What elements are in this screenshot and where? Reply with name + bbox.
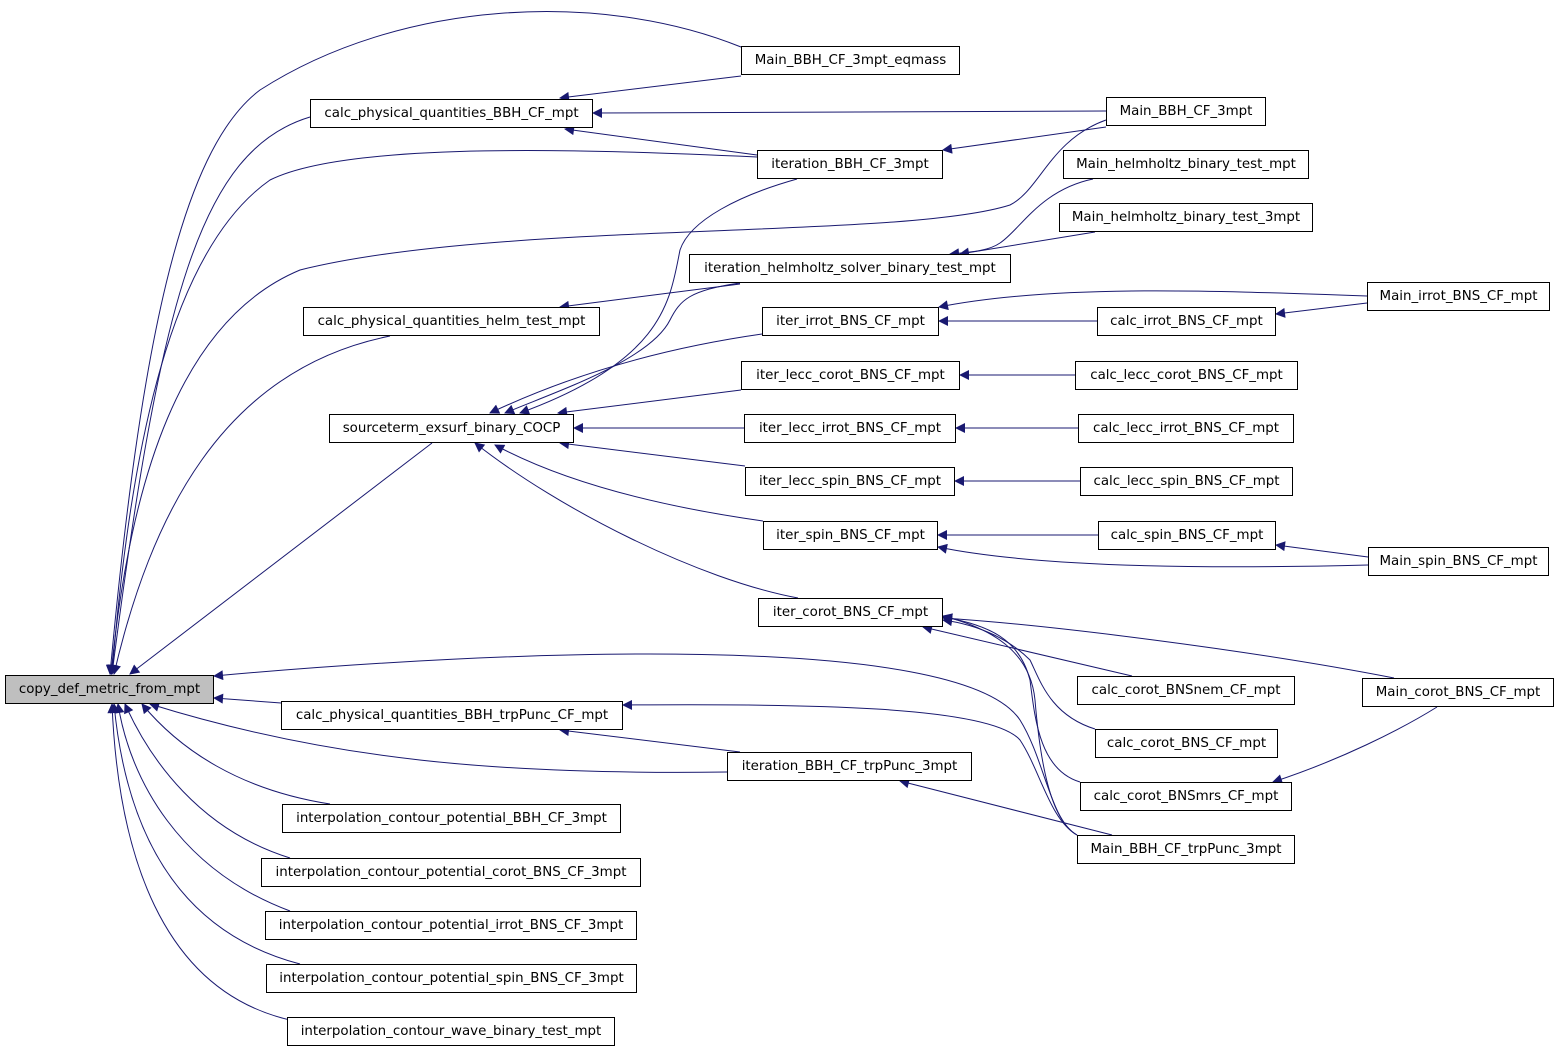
- call-edge-iter_trp-to-root: [149, 701, 728, 773]
- node-iteration-bbh-cf-trppunc-3mpt[interactable]: iteration_BBH_CF_trpPunc_3mpt: [727, 752, 972, 781]
- node-calc-physical-quantities-helm-test-mpt[interactable]: calc_physical_quantities_helm_test_mpt: [303, 307, 600, 336]
- call-edge-calc_bnsmrs-to-iter_corot: [942, 613, 1081, 783]
- node-main-corot-bns-cf-mpt[interactable]: Main_corot_BNS_CF_mpt: [1362, 678, 1554, 707]
- call-edge-main_irrot-to-iter_irrot: [938, 290, 1368, 311]
- node-main-bbh-cf-3mpt-eqmass[interactable]: Main_BBH_CF_3mpt_eqmass: [741, 46, 960, 75]
- node-interpolation-contour-wave-binary-test-mpt[interactable]: interpolation_contour_wave_binary_test_m…: [287, 1017, 615, 1046]
- call-edge-main_spin-to-calc_spin: [1275, 541, 1369, 558]
- call-edge-iter_bbh_3mpt-to-root: [107, 150, 758, 675]
- node-iteration-helmholtz-solver-binary-test-mpt[interactable]: iteration_helmholtz_solver_binary_test_m…: [689, 254, 1011, 283]
- node-interpolation-contour-potential-bbh-cf-3mpt[interactable]: interpolation_contour_potential_BBH_CF_3…: [282, 804, 621, 833]
- call-edge-interp_spin-to-root: [109, 703, 301, 965]
- node-interpolation-contour-potential-spin-bns-cf-3mpt[interactable]: interpolation_contour_potential_spin_BNS…: [266, 964, 637, 993]
- call-edge-iter_helm-to-calc_helm: [559, 283, 741, 311]
- node-main-bbh-cf-3mpt[interactable]: Main_BBH_CF_3mpt: [1106, 97, 1266, 126]
- call-edge-calc_corot-to-iter_corot: [942, 616, 1096, 730]
- call-edge-main_irrot-to-calc_irrot: [1275, 302, 1368, 318]
- call-edge-main_spin-to-iter_spin: [937, 543, 1369, 568]
- node-copy-def-metric-from-mpt: copy_def_metric_from_mpt: [5, 675, 214, 704]
- call-edge-interp_irrot-to-root: [114, 703, 291, 912]
- node-calc-corot-bnsmrs-cf-mpt[interactable]: calc_corot_BNSmrs_CF_mpt: [1080, 782, 1292, 811]
- call-edge-iter_bbh_3mpt-to-calc_bbh: [564, 125, 758, 156]
- node-main-bbh-cf-trppunc-3mpt[interactable]: Main_BBH_CF_trpPunc_3mpt: [1077, 835, 1295, 864]
- call-edge-iter_helm-to-source: [504, 282, 741, 415]
- node-calc-physical-quantities-bbh-cf-mpt[interactable]: calc_physical_quantities_BBH_CF_mpt: [310, 99, 593, 128]
- node-interpolation-contour-potential-irrot-bns-cf-3mpt[interactable]: interpolation_contour_potential_irrot_BN…: [265, 911, 637, 940]
- call-edge-iter_lecc_corot-to-source: [557, 389, 742, 417]
- node-calc-physical-quantities-bbh-trppunc-cf-mpt[interactable]: calc_physical_quantities_BBH_trpPunc_CF_…: [281, 701, 623, 730]
- call-edge-iter_spin-to-source: [494, 444, 764, 522]
- node-iter-corot-bns-cf-mpt[interactable]: iter_corot_BNS_CF_mpt: [758, 598, 943, 627]
- node-iter-irrot-bns-cf-mpt[interactable]: iter_irrot_BNS_CF_mpt: [762, 307, 939, 336]
- call-edge-main_bbh_3mpt-to-iter_bbh_3mpt: [942, 126, 1107, 154]
- node-sourceterm-exsurf-binary-cocp[interactable]: sourceterm_exsurf_binary_COCP: [329, 414, 574, 443]
- node-iter-lecc-corot-bns-cf-mpt[interactable]: iter_lecc_corot_BNS_CF_mpt: [741, 361, 960, 390]
- node-iter-lecc-spin-bns-cf-mpt[interactable]: iter_lecc_spin_BNS_CF_mpt: [745, 467, 955, 496]
- call-edge-calc_bnsnem-to-iter_corot: [922, 624, 1133, 677]
- node-calc-lecc-irrot-bns-cf-mpt[interactable]: calc_lecc_irrot_BNS_CF_mpt: [1078, 414, 1294, 443]
- call-edge-interp_wave-to-root: [107, 703, 291, 1021]
- call-edge-interp_corot-to-root: [124, 703, 291, 859]
- call-edge-main_corot-to-calc_bnsmrs: [1272, 706, 1438, 784]
- node-main-helmholtz-binary-test-3mpt[interactable]: Main_helmholtz_binary_test_3mpt: [1059, 203, 1313, 232]
- call-edge-interp_bbh-to-root: [141, 703, 331, 805]
- node-calc-corot-bnsnem-cf-mpt[interactable]: calc_corot_BNSnem_CF_mpt: [1077, 676, 1295, 705]
- call-edge-iter_corot-to-source: [474, 442, 799, 599]
- call-edge-main_bbh_3mpt-to-calc_bbh: [592, 107, 1107, 118]
- call-edge-main_trp-to-calc_trp: [622, 699, 1078, 836]
- node-iter-spin-bns-cf-mpt[interactable]: iter_spin_BNS_CF_mpt: [763, 521, 938, 550]
- call-edge-main_trp-to-root: [213, 653, 1078, 836]
- node-calc-lecc-spin-bns-cf-mpt[interactable]: calc_lecc_spin_BNS_CF_mpt: [1080, 467, 1293, 496]
- call-edge-iter_trp-to-calc_trp: [559, 726, 741, 753]
- call-edge-main_corot-to-iter_corot: [942, 613, 1395, 679]
- node-calc-irrot-bns-cf-mpt[interactable]: calc_irrot_BNS_CF_mpt: [1097, 307, 1276, 336]
- node-iteration-bbh-cf-3mpt[interactable]: iteration_BBH_CF_3mpt: [757, 150, 943, 179]
- node-interpolation-contour-potential-corot-bns-cf-3mpt[interactable]: interpolation_contour_potential_corot_BN…: [261, 858, 641, 887]
- call-edge-calc_bbh-to-root: [108, 116, 311, 675]
- node-calc-lecc-corot-bns-cf-mpt[interactable]: calc_lecc_corot_BNS_CF_mpt: [1075, 361, 1298, 390]
- call-edge-iter_lecc_spin-to-source: [559, 439, 746, 467]
- node-main-spin-bns-cf-mpt[interactable]: Main_spin_BNS_CF_mpt: [1368, 547, 1549, 576]
- call-edge-iter_irrot-to-source: [489, 333, 763, 414]
- call-edge-main_helm_3mpt-to-iter_helm: [959, 231, 1096, 258]
- call-edge-main_trp-to-iter_corot: [942, 613, 1078, 836]
- call-edge-main_bbh_3mpt-to-root: [106, 119, 1107, 675]
- call-edge-main_bbh_eqmass-to-calc_bbh: [559, 75, 742, 102]
- node-calc-corot-bns-cf-mpt[interactable]: calc_corot_BNS_CF_mpt: [1095, 729, 1278, 758]
- node-main-irrot-bns-cf-mpt[interactable]: Main_irrot_BNS_CF_mpt: [1367, 282, 1550, 311]
- node-calc-spin-bns-cf-mpt[interactable]: calc_spin_BNS_CF_mpt: [1098, 521, 1276, 550]
- call-edge-source-to-root: [129, 442, 433, 675]
- call-edge-calc_helm-to-root: [111, 335, 391, 675]
- call-edge-main_trp-to-iter_trp: [899, 778, 1113, 836]
- call-edge-main_bbh_eqmass-to-root: [105, 11, 742, 675]
- node-main-helmholtz-binary-test-mpt[interactable]: Main_helmholtz_binary_test_mpt: [1063, 150, 1309, 179]
- node-iter-lecc-irrot-bns-cf-mpt[interactable]: iter_lecc_irrot_BNS_CF_mpt: [744, 414, 956, 443]
- call-edge-calc_trp-to-root: [213, 693, 282, 704]
